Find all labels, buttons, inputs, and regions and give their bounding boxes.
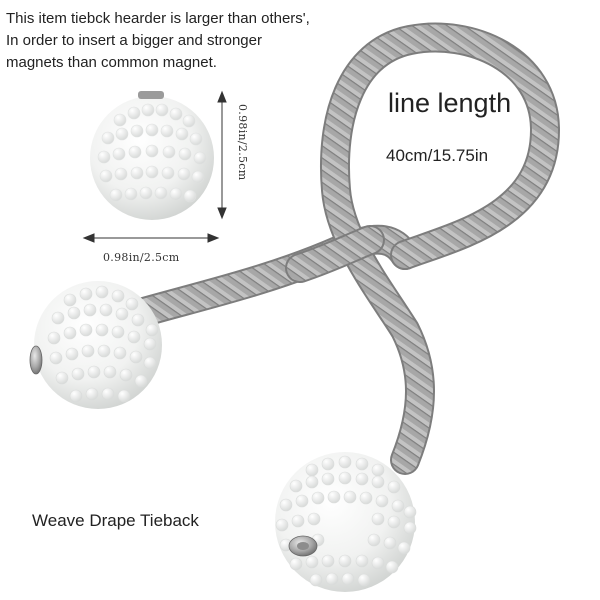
pearl-ball-left (34, 281, 162, 409)
pearl-ball-detail (90, 91, 214, 220)
line-length-label: line length (388, 88, 512, 118)
line-length-value: 40cm/15.75in (386, 146, 489, 165)
product-description: This item tiebck hearder is larger than … (6, 8, 426, 74)
description-line-2: In order to insert a bigger and stronger (6, 32, 262, 49)
product-name: Weave Drape Tieback (32, 511, 199, 530)
pearl-ball-right (275, 452, 417, 592)
description-line-3: magnets than common magnet. (6, 54, 217, 71)
height-dimension-arrow (217, 90, 227, 220)
magnet-left (29, 345, 43, 375)
width-dimension-label: 0.98in/2.5cm (103, 251, 180, 264)
description-line-1: This item tiebck hearder is larger than … (6, 10, 310, 27)
magnet-right (288, 535, 318, 557)
width-dimension-arrow (82, 233, 220, 243)
height-dimension-label: 0.98in/2.5cm (236, 104, 249, 181)
